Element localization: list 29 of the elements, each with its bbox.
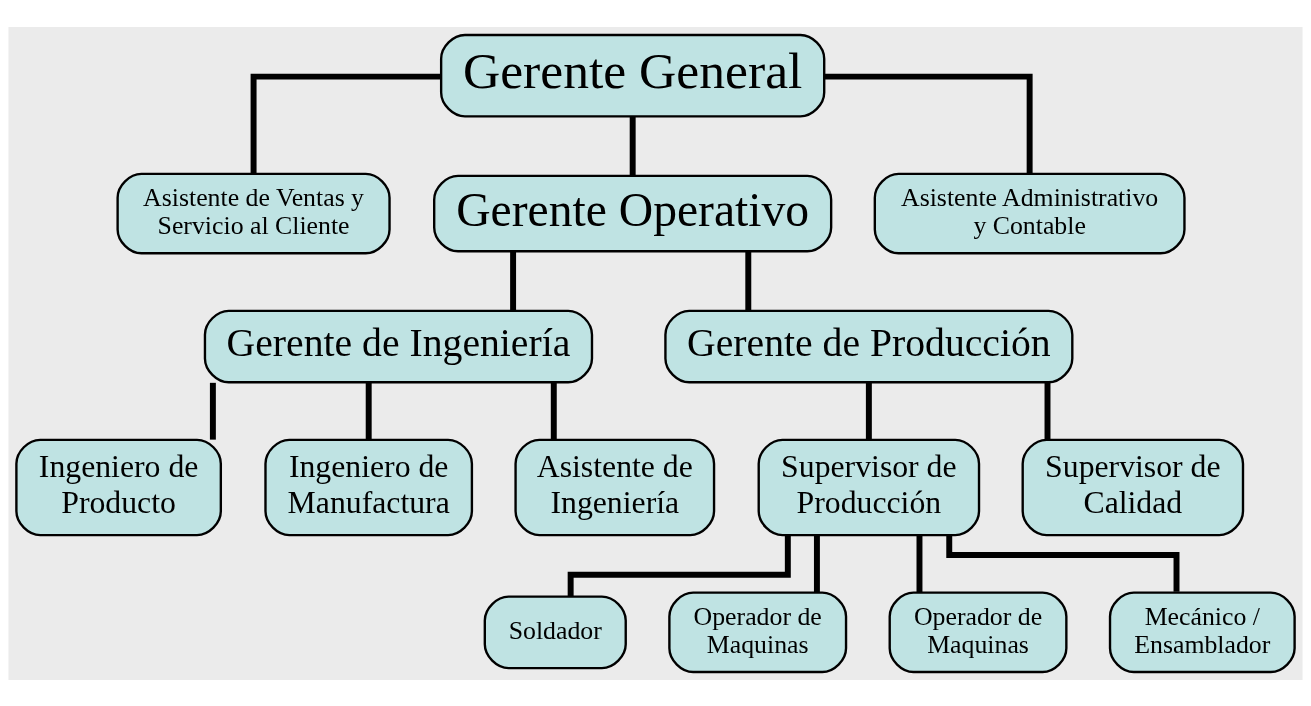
node-box: Gerente Operativo xyxy=(433,174,833,252)
connector xyxy=(745,250,752,310)
connector xyxy=(824,73,1033,173)
connector xyxy=(865,382,872,440)
connector xyxy=(1044,382,1051,440)
connector xyxy=(209,382,216,440)
node-box: Mecánico / Ensamblador xyxy=(1108,590,1296,673)
node-box: Asistente de Ventas y Servicio al Cliente xyxy=(116,172,391,254)
node-box: Gerente General xyxy=(439,33,826,117)
node-box: Gerente de Ingeniería xyxy=(203,309,594,383)
connector xyxy=(813,535,820,593)
node-box: Ingeniero de Producto xyxy=(15,438,222,536)
connector xyxy=(946,535,1180,592)
connector xyxy=(629,116,636,175)
node-box: Gerente de Producción xyxy=(664,309,1074,383)
connector xyxy=(510,250,517,310)
node-box: Asistente de Ingeniería xyxy=(514,438,716,536)
connector xyxy=(365,382,372,440)
node-box: Asistente Administrativo y Contable xyxy=(873,172,1186,254)
node-box: Supervisor de Producción xyxy=(757,438,981,536)
connector xyxy=(567,534,791,596)
connector xyxy=(250,73,441,173)
node-box: Supervisor de Calidad xyxy=(1021,438,1245,536)
node-box: Ingeniero de Manufactura xyxy=(264,438,474,536)
connector xyxy=(916,535,923,593)
node-box: Operador de Maquinas xyxy=(668,590,848,673)
node-box: Soldador xyxy=(483,594,627,669)
node-box: Operador de Maquinas xyxy=(888,590,1068,673)
connector xyxy=(550,382,557,440)
